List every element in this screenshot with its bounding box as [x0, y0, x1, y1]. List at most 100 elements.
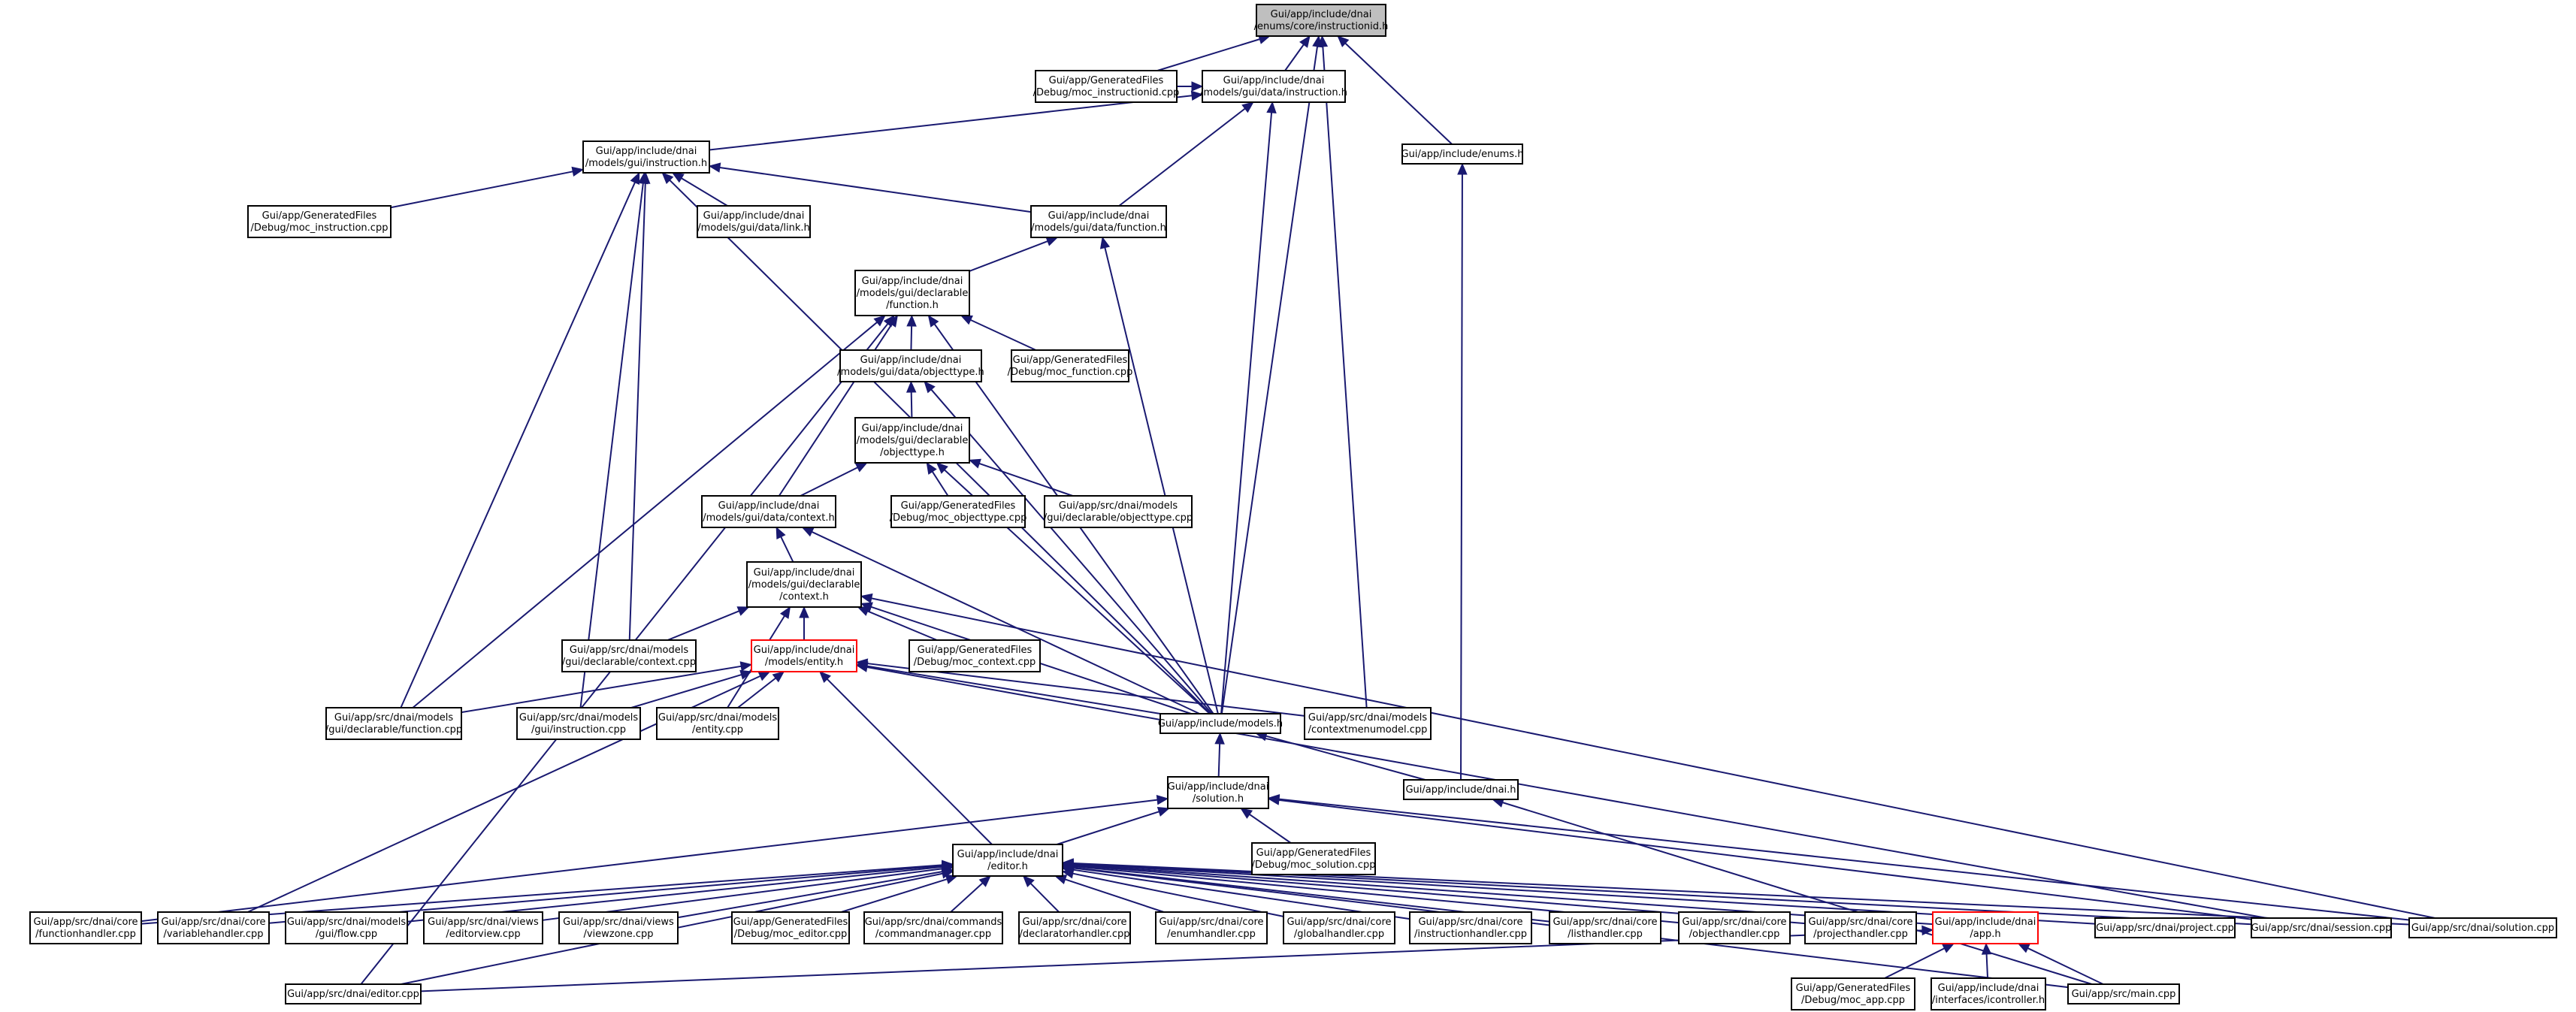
- graph-node-viewzone[interactable]: Gui/app/src/dnai/views/viewzone.cpp: [558, 911, 679, 944]
- edge-arrowhead: [2017, 943, 2030, 953]
- edge-arrowhead: [960, 315, 973, 325]
- node-box: [1932, 911, 2039, 944]
- graph-node-commandmanager[interactable]: Gui/app/src/dnai/commands/commandmanager…: [863, 911, 1003, 944]
- node-label-line: Gui/app/src/dnai/core: [33, 917, 138, 928]
- graph-node-src-function[interactable]: Gui/app/src/dnai/models/gui/declarable/f…: [325, 707, 462, 740]
- graph-node-session-cpp[interactable]: Gui/app/src/dnai/session.cpp: [2251, 917, 2392, 938]
- dependency-edge: [931, 471, 949, 497]
- graph-node-solution-h[interactable]: Gui/app/include/dnai/solution.h: [1167, 776, 1269, 809]
- graph-node-moc-instructionid[interactable]: Gui/app/GeneratedFiles/Debug/moc_instruc…: [1033, 70, 1180, 103]
- graph-node-flow[interactable]: Gui/app/src/dnai/models/gui/flow.cpp: [285, 911, 408, 944]
- graph-node-link[interactable]: Gui/app/include/dnai/models/gui/data/lin…: [697, 205, 811, 238]
- node-label-line: Gui/app/GeneratedFiles: [1796, 983, 1911, 994]
- node-box: [1401, 143, 1523, 165]
- edge-arrowhead: [1457, 162, 1468, 175]
- graph-node-data-context[interactable]: Gui/app/include/dnai/models/gui/data/con…: [701, 495, 836, 528]
- edges-layer: [141, 34, 2435, 992]
- graph-node-src-context[interactable]: Gui/app/src/dnai/models/gui/declarable/c…: [561, 639, 697, 672]
- graph-node-src-instruction[interactable]: Gui/app/src/dnai/models/gui/instruction.…: [516, 707, 641, 740]
- node-box: [1930, 977, 2046, 1010]
- node-box: [1035, 70, 1178, 103]
- graph-node-moc-instruction[interactable]: Gui/app/GeneratedFiles/Debug/moc_instruc…: [247, 205, 392, 238]
- graph-node-projecthandler[interactable]: Gui/app/src/dnai/core/projecthandler.cpp: [1804, 911, 1917, 944]
- graph-node-decl-function[interactable]: Gui/app/include/dnai/models/gui/declarab…: [854, 270, 970, 316]
- node-box: [1403, 779, 1519, 800]
- node-label-line: Gui/app/src/dnai/core: [161, 917, 265, 928]
- node-label-line: Gui/app/include/dnai: [862, 423, 963, 434]
- graph-node-models[interactable]: Gui/app/include/models.h: [1158, 713, 1283, 734]
- graph-node-entity[interactable]: Gui/app/include/dnai/models/entity.h: [751, 639, 857, 672]
- dependency-edge: [800, 467, 858, 497]
- edge-arrowhead: [630, 171, 640, 185]
- node-box: [746, 561, 862, 608]
- graph-node-data-objecttype[interactable]: Gui/app/include/dnai/models/gui/data/obj…: [837, 349, 984, 382]
- node-label-line: /models/gui/data/context.h: [703, 512, 835, 524]
- node-label-line: /models/gui/data/function.h: [1031, 222, 1166, 234]
- graph-node-instructionid[interactable]: Gui/app/include/dnai/enums/core/instruct…: [1254, 4, 1389, 37]
- graph-node-functionhandler[interactable]: Gui/app/src/dnai/core/functionhandler.cp…: [29, 911, 142, 944]
- graph-node-enums[interactable]: Gui/app/include/enums.h: [1401, 143, 1524, 165]
- graph-node-decl-objecttype[interactable]: Gui/app/include/dnai/models/gui/declarab…: [854, 417, 970, 464]
- node-box: [1804, 911, 1917, 944]
- node-label-line: /models/gui/data/objecttype.h: [837, 367, 984, 378]
- node-label-line: /Debug/moc_instruction.cpp: [251, 222, 389, 234]
- dependency-edge: [141, 864, 943, 925]
- edge-arrowhead: [708, 162, 721, 173]
- graph-node-moc-objecttype[interactable]: Gui/app/GeneratedFiles/Debug/moc_objectt…: [890, 495, 1027, 528]
- graph-node-moc-solution[interactable]: Gui/app/GeneratedFiles/Debug/moc_solutio…: [1251, 842, 1376, 875]
- graph-node-editorview[interactable]: Gui/app/src/dnai/views/editorview.cpp: [423, 911, 543, 944]
- node-box: [558, 911, 679, 944]
- node-label-line: Gui/app/src/dnai/models: [519, 712, 638, 724]
- graph-node-moc-function[interactable]: Gui/app/GeneratedFiles/Debug/moc_functio…: [1008, 349, 1133, 382]
- graph-node-src-objecttype[interactable]: Gui/app/src/dnai/models/gui/declarable/o…: [1044, 495, 1193, 528]
- graph-node-declaratorhandler[interactable]: Gui/app/src/dnai/core/declaratorhandler.…: [1018, 911, 1131, 944]
- graph-node-variablehandler[interactable]: Gui/app/src/dnai/core/variablehandler.cp…: [157, 911, 270, 944]
- graph-node-project-cpp[interactable]: Gui/app/src/dnai/project.cpp: [2094, 917, 2236, 938]
- edge-arrowhead: [661, 172, 674, 184]
- graph-node-src-entity[interactable]: Gui/app/src/dnai/models/entity.cpp: [656, 707, 779, 740]
- graph-node-moc-context[interactable]: Gui/app/GeneratedFiles/Debug/moc_context…: [909, 639, 1041, 672]
- graph-node-moc-editor[interactable]: Gui/app/GeneratedFiles/Debug/moc_editor.…: [731, 911, 850, 944]
- graph-node-decl-context[interactable]: Gui/app/include/dnai/models/gui/declarab…: [746, 561, 862, 608]
- graph-node-instructionhandler[interactable]: Gui/app/src/dnai/core/instructionhandler…: [1409, 911, 1532, 944]
- dependency-edge: [950, 882, 984, 913]
- node-label-line: Gui/app/GeneratedFiles: [733, 917, 848, 928]
- node-box: [854, 270, 970, 316]
- graph-node-app-h[interactable]: Gui/app/include/dnai/app.h: [1932, 911, 2039, 944]
- dependency-edge: [719, 166, 1032, 213]
- graph-node-editor-h[interactable]: Gui/app/include/dnai/editor.h: [952, 844, 1063, 877]
- graph-node-globalhandler[interactable]: Gui/app/src/dnai/core/globalhandler.cpp: [1283, 911, 1395, 944]
- graph-node-data-function[interactable]: Gui/app/include/dnai/models/gui/data/fun…: [1030, 205, 1167, 238]
- graph-node-objecthandler[interactable]: Gui/app/src/dnai/core/objecthandler.cpp: [1678, 911, 1791, 944]
- graph-node-gui-instruction[interactable]: Gui/app/include/dnai/models/gui/instruct…: [582, 140, 710, 174]
- node-label-line: Gui/app/GeneratedFiles: [1256, 847, 1371, 859]
- graph-node-solution-cpp[interactable]: Gui/app/src/dnai/solution.cpp: [2408, 917, 2557, 938]
- graph-node-enumhandler[interactable]: Gui/app/src/dnai/core/enumhandler.cpp: [1155, 911, 1268, 944]
- node-label-line: Gui/app/include/dnai: [1223, 75, 1325, 86]
- graph-node-dnai-h[interactable]: Gui/app/include/dnai.h: [1403, 779, 1519, 800]
- node-box: [2408, 917, 2557, 938]
- edge-arrowhead: [945, 874, 958, 884]
- node-box: [2251, 917, 2392, 938]
- node-label-line: Gui/app/GeneratedFiles: [1013, 355, 1128, 366]
- node-box: [1018, 911, 1131, 944]
- graph-node-main-cpp[interactable]: Gui/app/src/main.cpp: [2067, 983, 2180, 1004]
- graph-node-moc-app[interactable]: Gui/app/GeneratedFiles/Debug/moc_app.cpp: [1791, 977, 1915, 1010]
- dependency-edge: [1065, 878, 1165, 913]
- graph-node-icontroller[interactable]: Gui/app/include/dnai/interfaces/icontrol…: [1930, 977, 2046, 1010]
- edge-arrowhead: [854, 462, 868, 473]
- node-label-line: Gui/app/GeneratedFiles: [1049, 75, 1164, 86]
- dependency-edge: [930, 388, 1213, 714]
- graph-node-editor-cpp[interactable]: Gui/app/src/dnai/editor.cpp: [285, 983, 422, 1004]
- node-label-line: /models/entity.h: [765, 657, 843, 668]
- graph-node-contextmenu[interactable]: Gui/app/src/dnai/models/contextmenumodel…: [1304, 707, 1432, 740]
- node-label-line: /models/gui/declarable: [748, 579, 860, 591]
- edge-arrowhead: [739, 661, 753, 672]
- graph-node-listhandler[interactable]: Gui/app/src/dnai/core/listhandler.cpp: [1549, 911, 1661, 944]
- node-label-line: Gui/app/include/dnai: [1048, 210, 1150, 222]
- graph-node-data-instruction[interactable]: Gui/app/include/dnai/models/gui/data/ins…: [1200, 70, 1347, 103]
- edge-arrowhead: [772, 671, 785, 683]
- node-label-line: Gui/app/src/dnai/models: [1308, 712, 1427, 724]
- node-label-line: /editorview.cpp: [446, 929, 520, 940]
- node-label-line: /listhandler.cpp: [1568, 929, 1643, 940]
